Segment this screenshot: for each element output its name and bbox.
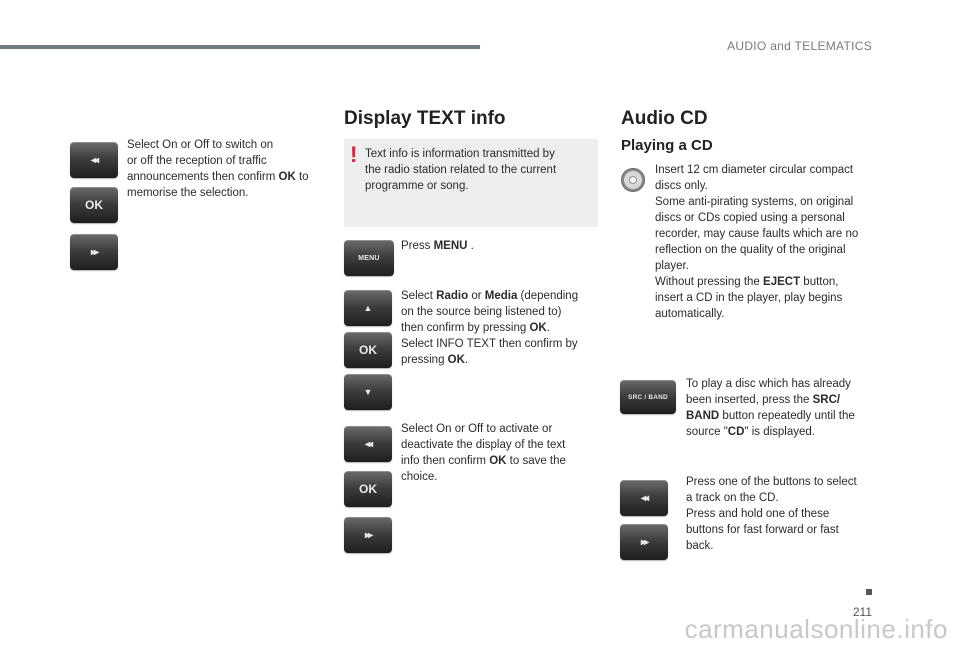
page-number: 211 (852, 605, 872, 619)
next-button-2[interactable]: ▸▸ (344, 517, 392, 553)
down-arrow-icon: ▼ (363, 387, 373, 397)
ok-button-3[interactable]: OK (344, 471, 392, 507)
src-band-text: To play a disc which has already been in… (686, 378, 855, 438)
rewind-icon: ◂◂ (90, 154, 99, 166)
info-note-box (344, 139, 598, 227)
insert-cd-text: Insert 12 cm diameter circular compact d… (655, 164, 859, 320)
fast-forward-icon: ▸▸ (640, 536, 649, 548)
prev-button-2[interactable]: ◂◂ (344, 426, 392, 462)
info-note-text: Text info is information transmitted by … (365, 148, 557, 192)
display-text-info-title: Display TEXT info (344, 108, 506, 129)
playing-cd-subtitle: Playing a CD (621, 137, 713, 154)
audio-cd-title: Audio CD (621, 108, 708, 129)
select-onoff-text: Select On or Off to activate or deactiva… (401, 423, 566, 483)
fast-forward-icon: ▸▸ (364, 529, 373, 541)
fast-forward-icon: ▸▸ (90, 246, 99, 258)
press-menu-text: Press MENU . (401, 240, 474, 252)
rewind-icon: ◂◂ (364, 438, 373, 450)
menu-button[interactable]: MENU (344, 240, 394, 276)
prev-track-button[interactable]: ◂◂ (620, 480, 668, 516)
cd-icon (621, 168, 645, 192)
up-arrow-icon: ▲ (363, 303, 373, 313)
up-button[interactable]: ▲ (344, 290, 392, 326)
ok-button[interactable]: OK (70, 187, 118, 223)
rewind-icon: ◂◂ (640, 492, 649, 504)
src-band-button[interactable]: SRC / BAND (620, 380, 676, 414)
page-marker (866, 589, 872, 595)
next-button[interactable]: ▸▸ (70, 234, 118, 270)
ok-button-2[interactable]: OK (344, 332, 392, 368)
section-title: AUDIO and TELEMATICS (727, 39, 872, 53)
watermark: carmanualsonline.info (684, 614, 948, 644)
prev-button[interactable]: ◂◂ (70, 142, 118, 178)
next-track-button[interactable]: ▸▸ (620, 524, 668, 560)
select-radio-text: Select Radio or Media (depending on the … (401, 290, 579, 366)
down-button[interactable]: ▼ (344, 374, 392, 410)
track-select-text: Press one of the buttons to select a tra… (686, 476, 857, 552)
traffic-instructions: Select On or Off to switch on or off the… (127, 139, 309, 199)
header-rule (0, 45, 480, 49)
warning-icon: ! (350, 142, 358, 167)
